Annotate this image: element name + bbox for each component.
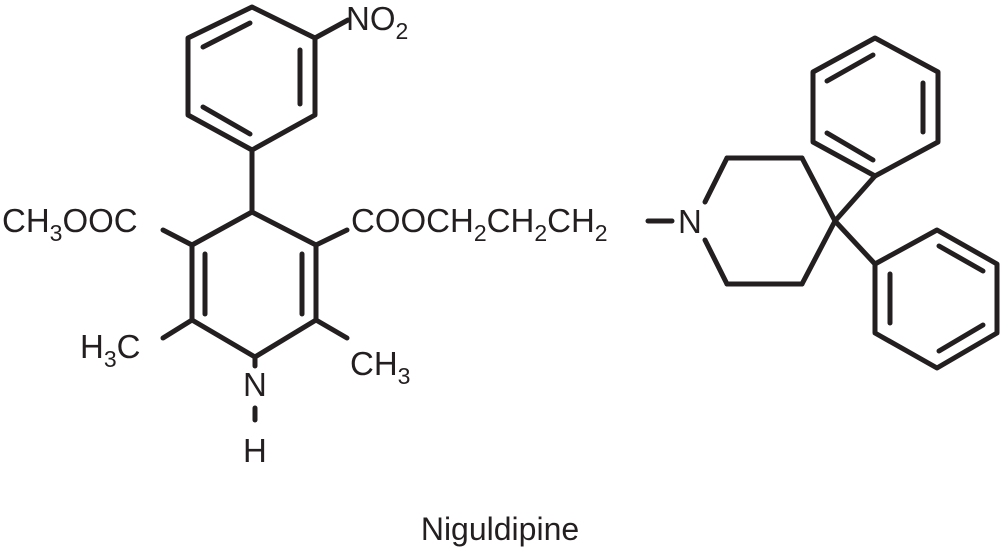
substituent-bonds [160, 218, 675, 423]
propyl-ester-chain-label: COOCH2CH2CH2 [351, 202, 608, 246]
piperidine-nitrogen-label: N [678, 203, 702, 240]
dihydropyridine-ring [189, 147, 319, 369]
methyl-ester-label: CH3OOC [2, 202, 138, 246]
piperidine-ring [702, 155, 878, 287]
left-methyl-label: H3C [80, 328, 140, 372]
upper-phenyl-ring [810, 35, 941, 179]
right-methyl-label: CH3 [350, 345, 410, 389]
ring-hydrogen-label: H [243, 432, 267, 469]
nitro-label: NO2 [346, 0, 408, 44]
ring-nitrogen-label: N [243, 366, 267, 403]
lower-phenyl-ring [872, 227, 1000, 371]
compound-name-caption: Niguldipine [421, 511, 579, 547]
nitrophenyl-ring [185, 4, 351, 153]
